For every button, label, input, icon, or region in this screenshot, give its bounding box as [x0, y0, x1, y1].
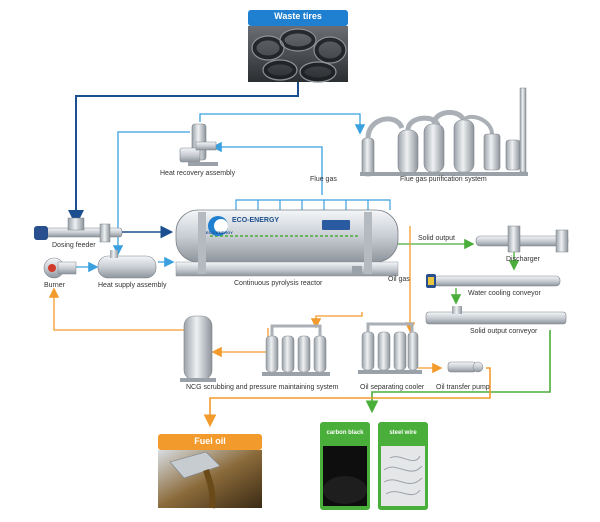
flow-ncg-to-burner — [48, 287, 190, 331]
ncg-scrubbing-system — [180, 315, 330, 382]
discharger-label: Discharger — [506, 256, 540, 263]
dosing-feeder — [34, 217, 123, 243]
water-cooling-conveyor — [426, 274, 561, 288]
flue-gas-purification-system — [360, 87, 528, 177]
flue-gas-label: Flue gas — [310, 176, 337, 183]
solid-output-conveyor — [425, 306, 567, 325]
flow-separator-to-scrubber-loop — [310, 312, 363, 329]
fuel-oil-header — [158, 434, 262, 450]
continuous-pyrolysis-reactor — [175, 209, 399, 277]
flue-gas-manifold — [235, 199, 391, 210]
burner-label: Burner — [44, 282, 66, 289]
reactor-brand-small: ECO-ENERGY — [206, 230, 233, 235]
flow-to-solid-products — [365, 330, 551, 414]
waste-tires-box — [248, 10, 348, 83]
flow-to-flue-purification — [199, 113, 366, 135]
carbon-black-label: carbon black — [326, 430, 364, 436]
solid-output-conveyor-label: Solid output conveyor — [470, 328, 538, 335]
reactor-label: Continuous pyrolysis reactor — [234, 280, 323, 287]
fuel-oil-label: Fuel oil — [194, 436, 226, 446]
fuel-oil-product — [158, 434, 262, 509]
flow-to-fuel-oil — [203, 367, 491, 428]
solid-output-label: Solid output — [418, 235, 455, 242]
heat-recovery-label: Heat recovery assembly — [160, 170, 236, 177]
burner — [43, 257, 77, 279]
dosing-feeder-label: Dosing feeder — [52, 242, 96, 249]
heat-recovery-assembly — [179, 123, 218, 166]
flow-recovery-to-heatsupply — [112, 131, 190, 256]
water-cooling-label: Water cooling conveyor — [468, 290, 541, 297]
flow-tires-to-feeder — [68, 82, 299, 226]
carbon-black-product — [320, 422, 370, 510]
steel-wire-product — [378, 422, 428, 510]
heat-supply-assembly — [97, 250, 157, 279]
flue-gas-purification-label: Flue gas purification system — [400, 176, 487, 183]
reactor-brand: ECO-ENERGY — [232, 217, 280, 224]
steel-wire-label: steel wire — [389, 430, 417, 436]
heat-supply-label: Heat supply assembly — [98, 282, 167, 289]
waste-tires-label: Waste tires — [274, 11, 322, 21]
oil-transfer-pump — [447, 361, 484, 373]
flow-flue-gas — [211, 141, 323, 195]
oil-gas-label: Oil gas — [388, 276, 410, 283]
waste-tires-header — [248, 10, 348, 26]
discharger — [475, 225, 569, 253]
flow-to-ncg — [211, 328, 269, 358]
oil-separating-label: Oil separating cooler — [360, 384, 425, 391]
oil-separating-cooler — [358, 322, 422, 374]
ncg-scrubbing-label: NCG scrubbing and pressure maintaining s… — [186, 384, 339, 391]
oil-transfer-label: Oil transfer pump — [436, 384, 490, 391]
